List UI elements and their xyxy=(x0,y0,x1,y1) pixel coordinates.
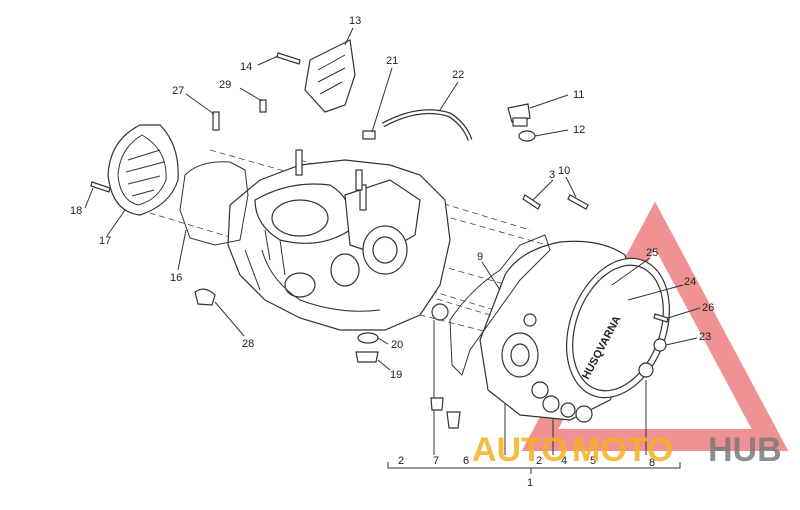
callout-3: 3 xyxy=(549,169,555,181)
callout-24: 24 xyxy=(684,276,696,288)
callout-13: 13 xyxy=(349,15,361,27)
callout-4: 4 xyxy=(561,455,567,467)
small-parts xyxy=(90,52,669,429)
callout-11: 11 xyxy=(573,89,584,101)
sprocket-cover xyxy=(304,39,356,113)
leader-lines xyxy=(84,27,701,371)
callout-27: 27 xyxy=(172,85,184,97)
watermark-word-auto: AUTO xyxy=(472,431,568,469)
callout-23: 23 xyxy=(699,331,711,343)
callout-20: 20 xyxy=(391,339,403,351)
callout-6: 6 xyxy=(463,455,469,467)
group-bracket xyxy=(387,462,681,474)
callout-7: 7 xyxy=(433,455,439,467)
callout-1: 1 xyxy=(527,477,533,489)
callout-21: 21 xyxy=(386,55,398,67)
callout-5: 5 xyxy=(590,455,596,467)
callout-22: 22 xyxy=(452,69,464,81)
callout-10: 10 xyxy=(558,165,570,177)
callout-17: 17 xyxy=(99,235,111,247)
callout-18: 18 xyxy=(70,205,82,217)
callout-25: 25 xyxy=(646,247,658,259)
callout-8: 8 xyxy=(649,457,655,469)
watermark-word-hub: HUB xyxy=(708,431,782,469)
callout-9: 9 xyxy=(477,251,483,263)
watermark-logo: AUTO MOTO HUB xyxy=(472,431,782,469)
left-ignition-cover xyxy=(107,124,179,216)
callout-26: 26 xyxy=(702,302,714,314)
callout-labels: 13 14 21 22 27 29 11 12 18 17 3 10 9 16 … xyxy=(70,15,714,489)
left-gasket xyxy=(179,161,249,246)
right-gasket xyxy=(449,234,551,376)
callout-28: 28 xyxy=(242,338,254,350)
vent-hose xyxy=(381,109,473,141)
callout-16: 16 xyxy=(170,272,182,284)
callout-2-left: 2 xyxy=(398,455,404,467)
crankcase xyxy=(227,149,451,331)
callout-12: 12 xyxy=(573,124,585,136)
watermark-word-moto: MOTO xyxy=(572,431,673,469)
callout-29: 29 xyxy=(219,79,231,91)
callout-14: 14 xyxy=(240,61,252,73)
clutch-cover: HUSQVARNA xyxy=(479,240,670,421)
callout-2-right: 2 xyxy=(536,455,542,467)
callout-19: 19 xyxy=(390,369,402,381)
